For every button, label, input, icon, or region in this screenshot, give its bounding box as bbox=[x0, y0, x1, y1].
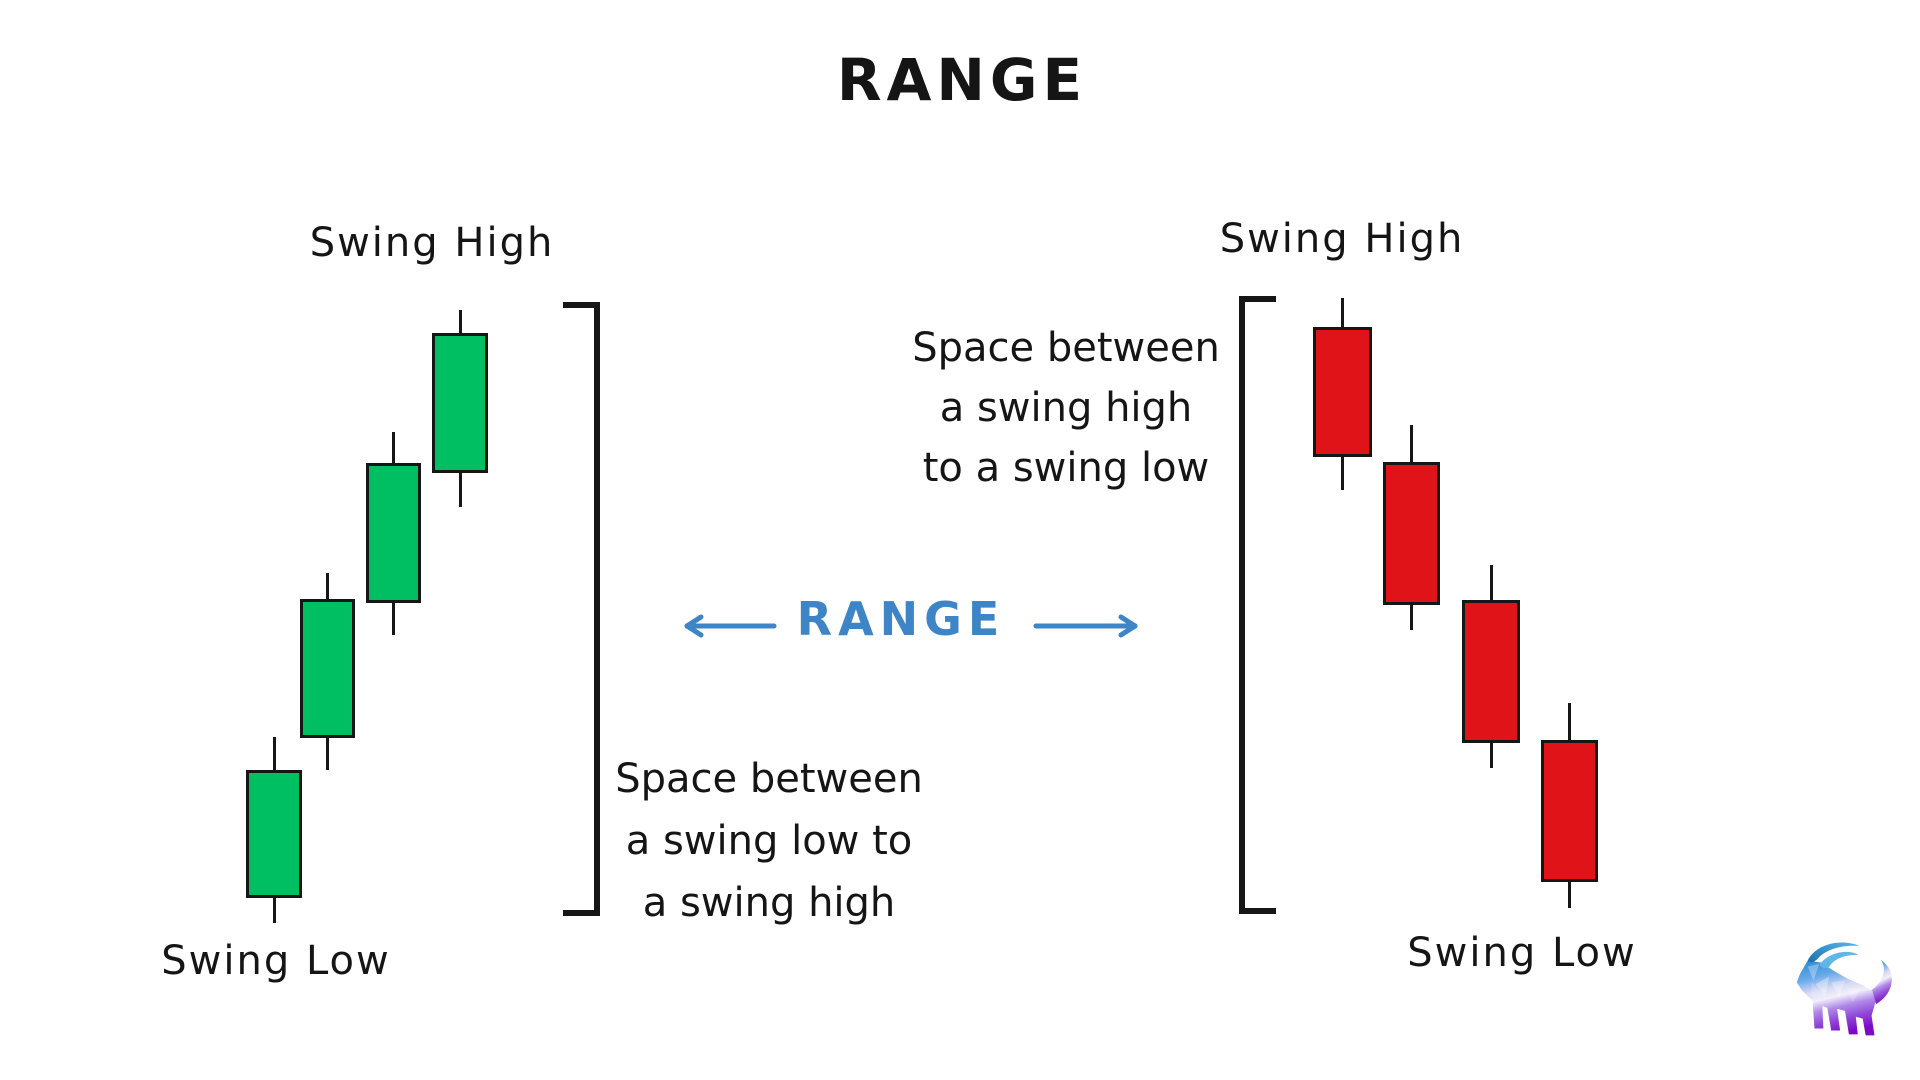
right-annotation-line-2: a swing high bbox=[939, 385, 1193, 431]
page-title: RANGE bbox=[836, 46, 1088, 114]
bull-horn-inner bbox=[1819, 951, 1859, 969]
left-arrow-icon bbox=[684, 614, 777, 638]
bull-tail bbox=[1868, 959, 1892, 1004]
right-annotation-line-1: Space between bbox=[912, 325, 1220, 371]
left-candle-2-wick bbox=[326, 573, 329, 770]
right-candle-2 bbox=[1383, 462, 1440, 605]
left-annotation-line-1: Space between bbox=[615, 756, 923, 802]
left-swing-low-label: Swing Low bbox=[161, 938, 391, 984]
right-candle-2-wick bbox=[1410, 425, 1413, 630]
right-swing-low-label: Swing Low bbox=[1407, 930, 1637, 976]
right-candle-3-wick bbox=[1489, 565, 1493, 768]
bull-logo bbox=[1796, 942, 1892, 1036]
right-candle-4-wick bbox=[1568, 703, 1571, 908]
right-candle-1 bbox=[1313, 327, 1372, 457]
right-annotation-line-3: to a swing low bbox=[922, 445, 1210, 491]
left-candle-2 bbox=[300, 599, 355, 738]
range-center-label: RANGE bbox=[796, 592, 1006, 646]
left-candle-4 bbox=[432, 333, 488, 473]
left-candle-4-wick bbox=[458, 310, 462, 507]
left-annotation: Space between a swing low to a swing hig… bbox=[615, 748, 923, 934]
right-candle-3 bbox=[1462, 600, 1520, 743]
right-candle-4 bbox=[1541, 740, 1598, 882]
right-annotation: Space between a swing high to a swing lo… bbox=[912, 318, 1220, 498]
right-arrow-icon bbox=[1033, 614, 1138, 638]
right-range-bracket bbox=[1239, 296, 1276, 914]
left-swing-high-label: Swing High bbox=[309, 220, 555, 266]
left-candle-3-wick bbox=[392, 432, 395, 635]
right-swing-high-label: Swing High bbox=[1219, 216, 1465, 262]
left-candle-3 bbox=[366, 463, 421, 603]
bull-body bbox=[1796, 960, 1876, 1036]
left-annotation-line-3: a swing high bbox=[642, 880, 896, 926]
left-annotation-line-2: a swing low to bbox=[625, 818, 913, 864]
left-candle-1 bbox=[246, 770, 302, 898]
left-candle-1-wick bbox=[272, 737, 276, 923]
right-candle-1-wick bbox=[1341, 298, 1344, 490]
left-range-bracket bbox=[563, 302, 600, 916]
bull-horn-outer bbox=[1807, 942, 1860, 963]
